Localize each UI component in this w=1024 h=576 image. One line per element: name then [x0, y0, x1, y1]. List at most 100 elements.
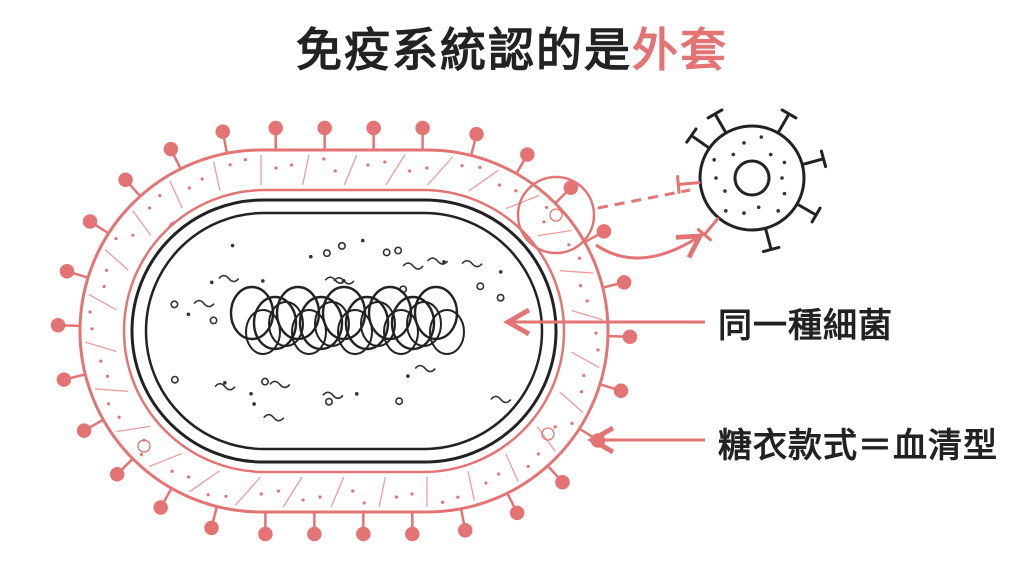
receptor-stem — [801, 157, 824, 166]
capsule-dot — [274, 166, 278, 170]
capsule-spike-tip — [555, 474, 570, 490]
capsule-hatch — [132, 210, 152, 236]
capsule-dot — [567, 243, 571, 247]
capsule-hatch — [378, 476, 386, 508]
capsule-dot — [383, 160, 387, 164]
capsule-hatch — [505, 453, 519, 482]
dna-loop — [268, 301, 304, 347]
dna-loop — [406, 301, 442, 347]
granule — [252, 402, 256, 406]
capsule-hatch — [468, 169, 499, 192]
capsule-hatch — [427, 156, 454, 186]
capsule-spike-tip — [596, 224, 612, 239]
capsule-dot — [104, 268, 109, 272]
capsule-spike-tip — [204, 520, 219, 536]
dna-loop — [390, 295, 436, 351]
plasmid-fragment — [461, 259, 483, 268]
capsule-dot — [460, 164, 464, 168]
immune-cell-granule — [782, 191, 787, 196]
capsule-dot — [117, 415, 121, 419]
granule — [442, 260, 446, 264]
capsule-dot — [105, 374, 110, 378]
capsule-spike-tip — [366, 120, 381, 136]
capsule-dot — [228, 163, 232, 167]
capsule-hatch — [559, 391, 584, 413]
capsule-dot — [322, 157, 326, 161]
receptor-stem — [690, 134, 711, 150]
capsule-hatch — [571, 351, 600, 369]
capsule-spike-tip — [50, 317, 66, 333]
immune-cell-granule — [780, 176, 784, 180]
capsule-hatch — [88, 293, 117, 311]
dna-loop — [314, 301, 350, 347]
capsule-texture — [85, 154, 603, 508]
capsule-dot — [114, 237, 118, 241]
immune-cell-granule — [768, 152, 773, 157]
ribosome — [261, 377, 270, 386]
granule — [354, 392, 359, 396]
capsule-dot — [366, 163, 370, 167]
capsule-dot — [582, 373, 586, 378]
ribosome — [322, 249, 331, 258]
granule — [209, 280, 214, 285]
immune-cell-granule — [712, 157, 716, 162]
capsule-dot — [579, 390, 584, 394]
capsule-hatch — [148, 452, 182, 468]
immune-cell-granule — [714, 176, 718, 180]
capsule-dot — [394, 495, 399, 499]
ribosome — [395, 397, 404, 406]
capsule-hatch — [559, 270, 594, 274]
capsule-vesicle — [549, 208, 563, 222]
receptor-stem — [713, 113, 728, 134]
immune-cell-granule — [731, 152, 736, 157]
granule — [223, 381, 227, 385]
cell-membrane-inner — [144, 211, 544, 451]
dna-coil-icon — [229, 285, 465, 355]
title-accent: 外套 — [632, 23, 728, 77]
plasmid-fragment — [263, 413, 285, 422]
dna-loop — [291, 309, 327, 355]
cell-membrane-outer — [130, 198, 558, 464]
receptor-fork — [685, 127, 698, 144]
capsule-spike-tip — [356, 526, 371, 542]
capsule-spike-tip — [82, 214, 98, 229]
capsule-spike-tip — [563, 180, 579, 196]
granule — [360, 238, 365, 243]
capsule-hatch — [85, 341, 117, 353]
immune-cell-granule — [759, 135, 764, 139]
plasmid-fragment — [269, 380, 291, 389]
ribosome — [170, 300, 179, 309]
plasmid-fragment — [218, 274, 240, 283]
capsule-spike-tip — [457, 523, 473, 538]
receptor-fork — [780, 108, 798, 120]
capsule-vesicle — [541, 427, 555, 441]
capsule-dot — [484, 481, 488, 485]
capsule-hatch — [282, 476, 303, 508]
capsule-spike-tip — [163, 141, 179, 157]
capsule-dot — [577, 256, 582, 260]
immune-cell-granule — [723, 189, 727, 193]
capsule-dot — [578, 284, 583, 288]
capsule-hatch — [343, 154, 358, 186]
plasmid-fragment — [193, 299, 215, 308]
receptor-fork — [706, 108, 724, 120]
receptor-stem — [796, 202, 817, 217]
capsule-hatch — [234, 476, 261, 506]
capsule-spike-tip — [613, 383, 629, 399]
capsule-dot — [441, 500, 445, 504]
immune-cell-granule — [742, 211, 746, 215]
dna-loop — [360, 301, 396, 347]
capsule-spike-tip — [520, 147, 535, 162]
plasmid-fragment — [333, 277, 355, 285]
capsule-hatch — [571, 309, 603, 321]
capsule-dot — [99, 359, 103, 363]
capsule-hatch — [537, 229, 572, 237]
dna-loop — [245, 309, 281, 355]
immune-cell-granule — [756, 205, 761, 210]
receptor-fork — [819, 149, 828, 169]
dna-loop — [337, 309, 373, 355]
capsule-dot — [318, 495, 322, 499]
label-same-bacteria: 同一種細菌 — [718, 306, 893, 346]
plasmid-fragment — [214, 382, 236, 391]
